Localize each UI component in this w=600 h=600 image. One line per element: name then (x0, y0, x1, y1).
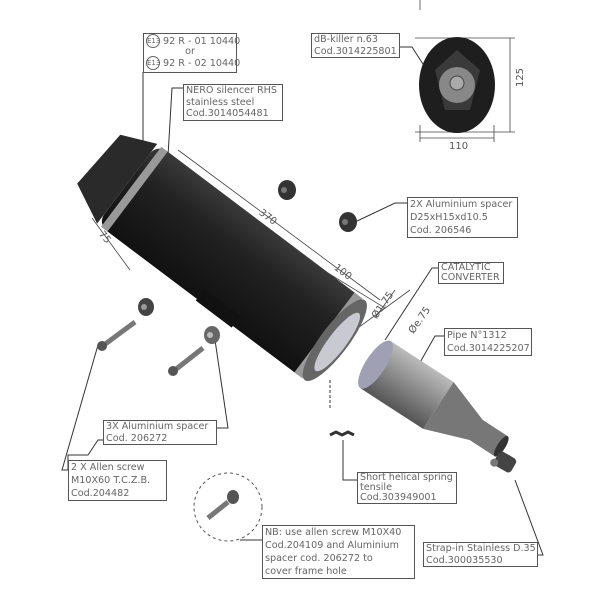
pipe-label: Pipe N°1312 Cod.3014225207 (444, 328, 532, 356)
note-label: NB: use allen screw M10X40 Cod.204109 an… (262, 525, 415, 579)
leader-lines (61, 46, 544, 556)
spring-label: Short helical spring tensile Cod.3039490… (357, 472, 457, 504)
catalytic-line-1: CATALYTIC (441, 262, 491, 273)
dimension-width: 110 (449, 141, 469, 152)
pipe-name: Pipe N°1312 (447, 330, 507, 341)
silencer-label: NERO silencer RHS stainless steel Cod.30… (183, 84, 283, 121)
spacer-2x-size: D25xH15xd10.5 (410, 212, 488, 223)
catalytic-converter-pipe (358, 340, 509, 457)
note-line-4: cover frame hole (265, 566, 347, 577)
spacer-3x-code: Cod. 206272 (106, 432, 168, 444)
spring-code: Cod.303949001 (360, 492, 437, 503)
strap-name: Strap-in Stainless D.35 (426, 543, 536, 554)
small-parts (97, 180, 517, 542)
note-line-3: spacer cod. 206272 to (265, 553, 373, 564)
db-killer-name: dB-killer n.63 (314, 34, 378, 45)
spacer-2x-name: 2X Aluminium spacer (410, 199, 513, 210)
catalytic-line-2: CONVERTER (441, 272, 500, 283)
allen-screw-size: M10X60 T.C.Z.B. (71, 475, 151, 486)
silencer-name: NERO silencer RHS (186, 85, 277, 96)
dimension-height: 125 (515, 67, 527, 88)
dimension-lines (91, 0, 515, 331)
db-killer-label: dB-killer n.63 Cod.3014225801 (311, 33, 400, 58)
pipe-code: Cod.3014225207 (447, 343, 530, 354)
spring-type: tensile (360, 482, 392, 493)
homologation-code-2: 92 R - 02 10440 (163, 58, 241, 69)
e13-mark-icon: E13 (146, 34, 160, 48)
spacer-2x-label: 2X Aluminium spacer D25xH15xd10.5 Cod. 2… (407, 197, 518, 238)
homologation-code-1: 92 R - 01 10440 (163, 36, 241, 47)
silencer-end-view (419, 37, 495, 133)
silencer-body (77, 134, 367, 382)
e13-mark-icon: E13 (146, 56, 160, 70)
db-killer-code: Cod.3014225801 (314, 45, 397, 57)
allen-screw-code: Cod.204482 (71, 488, 130, 499)
note-line-2: Cod.204109 and Aluminium (265, 540, 399, 551)
homologation-or: or (185, 46, 195, 57)
catalytic-label: CATALYTIC CONVERTER (438, 262, 504, 284)
spring-name: Short helical spring (360, 472, 453, 483)
silencer-material: stainless steel (186, 96, 255, 108)
silencer-code: Cod.3014054481 (186, 108, 269, 119)
note-line-1: NB: use allen screw M10X40 (265, 527, 402, 538)
spacer-3x-name: 3X Aluminium spacer (106, 421, 209, 432)
allen-screw-label: 2 X Allen screw M10X60 T.C.Z.B. Cod.2044… (68, 460, 167, 501)
strap-label: Strap-in Stainless D.35 Cod.300035530 (423, 542, 538, 567)
allen-screw-name: 2 X Allen screw (71, 462, 145, 473)
spacer-2x-code: Cod. 206546 (410, 225, 472, 236)
spacer-3x-label: 3X Aluminium spacer Cod. 206272 (103, 420, 217, 445)
strap-code: Cod.300035530 (426, 554, 503, 566)
